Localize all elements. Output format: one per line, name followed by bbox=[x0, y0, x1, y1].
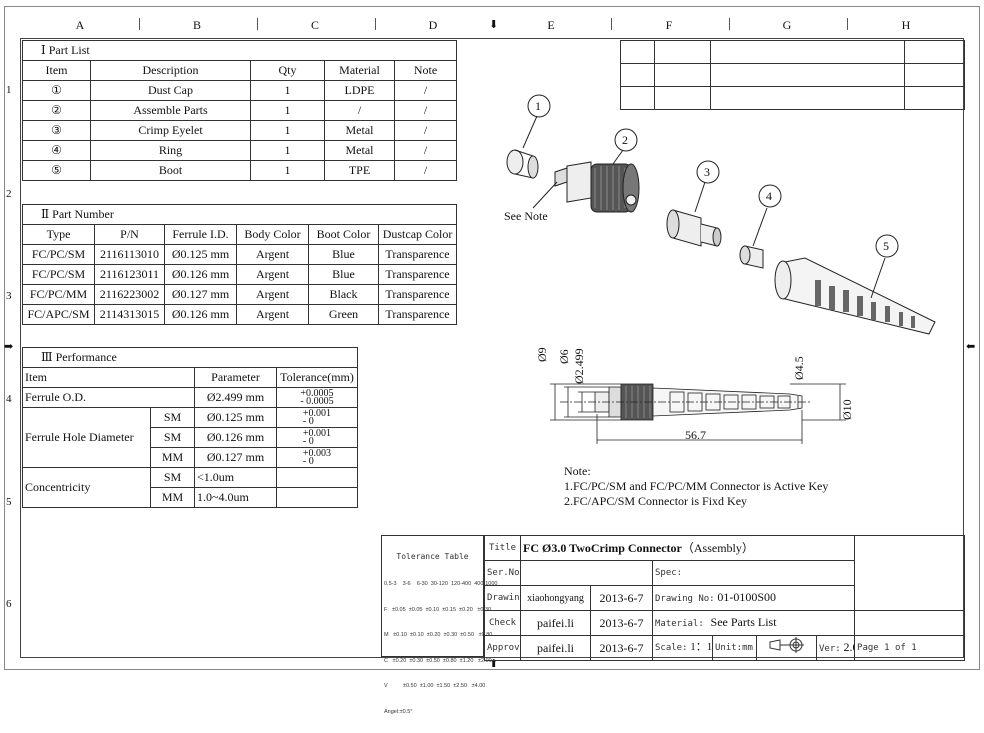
col-label-f: F bbox=[665, 18, 673, 32]
part-number-header: Type P/N Ferrule I.D. Body Color Boot Co… bbox=[22, 224, 458, 245]
outer-border bbox=[4, 6, 980, 670]
table-row: Ferrule O.D. Ø2.499 mm +0.0005- 0.0005 bbox=[22, 387, 358, 408]
notes-title: Note: bbox=[564, 464, 591, 478]
title-block: Title FC Ø3.0 TwoCrimp Connector（Assembl… bbox=[484, 535, 966, 661]
row-label-3: 3 bbox=[6, 290, 12, 302]
dim-d10: Ø10 bbox=[840, 399, 854, 420]
tolerance-table-box: Tolerance Table 0.5-3 3-6 6-30 30-120 12… bbox=[381, 535, 497, 715]
center-arrow-icon-bottom: ⬆ bbox=[489, 658, 499, 670]
performance-header: Item Parameter Tolerance(mm) bbox=[22, 367, 358, 388]
performance-table: Ⅲ Performance Item Parameter Tolerance(m… bbox=[22, 347, 358, 508]
col-label-d: D bbox=[428, 18, 438, 32]
col-label-h: H bbox=[901, 18, 911, 32]
performance-title: Ⅲ Performance bbox=[22, 347, 358, 368]
part-number-table: Ⅱ Part Number Type P/N Ferrule I.D. Body… bbox=[21, 204, 458, 325]
center-arrow-icon: ⬇ bbox=[489, 19, 499, 31]
callout-2: 2 bbox=[622, 133, 628, 147]
row-label-6: 6 bbox=[6, 598, 12, 610]
table-row: SM Ø0.126 mm +0.001- 0 bbox=[23, 427, 358, 448]
part-number-title: Ⅱ Part Number bbox=[21, 204, 458, 225]
part-list-title: Ⅰ Part List bbox=[21, 40, 458, 61]
drawing-number: 01-0100S00 bbox=[717, 589, 777, 604]
col-label-g: G bbox=[782, 18, 792, 32]
notes-block: Note: 1.FC/PC/SM and FC/PC/MM Connector … bbox=[564, 464, 828, 509]
side-arrow-icon: ➡ bbox=[4, 341, 14, 353]
drawer-name: xiaohongyang bbox=[520, 585, 591, 611]
col-label-a: A bbox=[75, 18, 85, 32]
row-label-2: 2 bbox=[6, 188, 12, 200]
dim-d6: Ø6 bbox=[557, 349, 571, 364]
col-label-c: C bbox=[310, 18, 319, 32]
col-label-e: E bbox=[547, 18, 555, 32]
assemble-parts-part bbox=[554, 161, 640, 213]
dim-d9: Ø9 bbox=[535, 347, 549, 362]
part-list-table: Ⅰ Part List Item Description Qty Materia… bbox=[21, 40, 458, 181]
dim-d45: Ø4.5 bbox=[792, 356, 806, 380]
callout-3: 3 bbox=[704, 165, 710, 179]
boot-part bbox=[774, 257, 936, 335]
projection-symbol bbox=[756, 635, 817, 661]
drawing-title: FC Ø3.0 TwoCrimp Connector bbox=[523, 540, 682, 555]
note-line: 2.FC/APC/SM Connector is Fixd Key bbox=[564, 494, 748, 508]
dim-d2499: Ø2.499 bbox=[572, 348, 586, 384]
exploded-view-drawing bbox=[506, 94, 936, 335]
projection-icon bbox=[769, 636, 804, 653]
ring-part bbox=[739, 245, 764, 269]
table-row: Ferrule Hole Diameter SM Ø0.125 mm +0.00… bbox=[22, 407, 358, 468]
crimp-eyelet-part bbox=[666, 209, 722, 247]
dimension-drawing bbox=[550, 383, 846, 444]
row-label-1: 1 bbox=[6, 84, 12, 96]
side-arrow-icon-right: ⬅ bbox=[966, 341, 976, 353]
table-row: MM 1.0~4.0um bbox=[23, 487, 358, 508]
callout-4: 4 bbox=[766, 189, 772, 203]
dim-length: 56.7 bbox=[685, 428, 706, 442]
part-list-header: Item Description Qty Material Note bbox=[22, 60, 458, 81]
callout-1: 1 bbox=[535, 99, 541, 113]
revision-table bbox=[620, 40, 965, 110]
dust-cap-part bbox=[506, 149, 539, 179]
tolerance-title: Tolerance Table bbox=[396, 552, 469, 561]
see-note-label: See Note bbox=[504, 209, 548, 223]
table-row: Concentricity SM <1.0um bbox=[22, 467, 358, 508]
row-label-5: 5 bbox=[6, 496, 12, 508]
row-label-4: 4 bbox=[6, 393, 12, 405]
col-label-b: B bbox=[192, 18, 201, 32]
note-line: 1.FC/PC/SM and FC/PC/MM Connector is Act… bbox=[564, 479, 829, 493]
callout-5: 5 bbox=[883, 239, 889, 253]
